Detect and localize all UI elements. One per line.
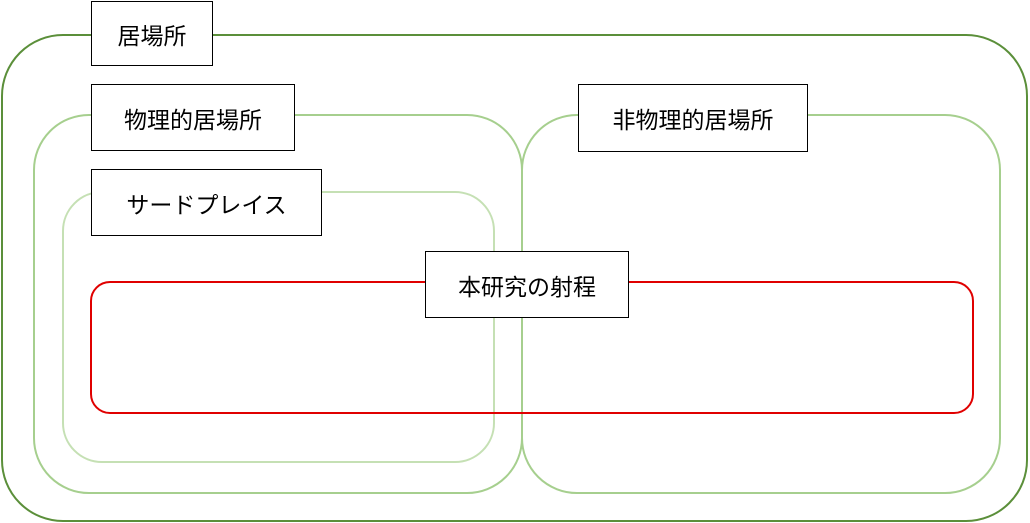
ibasho-label: 居場所 <box>91 1 213 66</box>
third-place-label: サードプレイス <box>91 169 322 236</box>
non-physical-ibasho-label: 非物理的居場所 <box>578 84 808 152</box>
ibasho-region <box>1 34 1028 522</box>
research-scope-label: 本研究の射程 <box>425 251 629 318</box>
physical-ibasho-label: 物理的居場所 <box>91 84 295 151</box>
